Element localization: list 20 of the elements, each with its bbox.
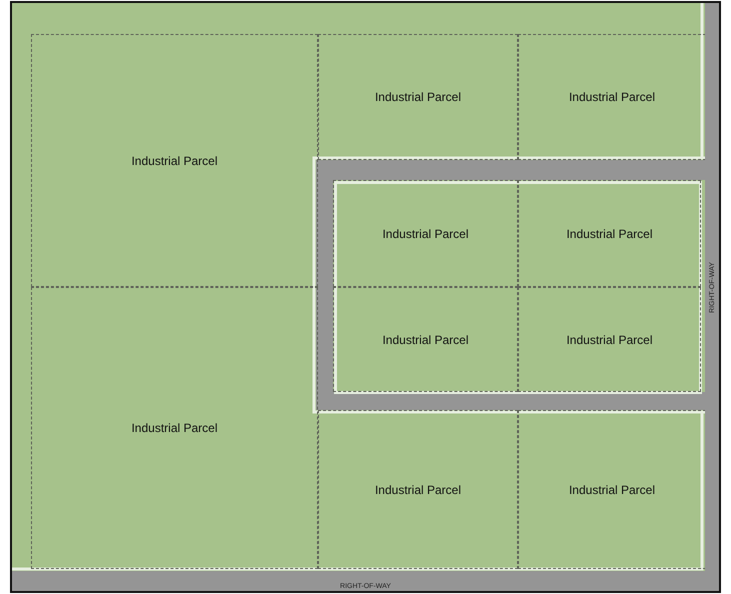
parcel-label: Industrial Parcel [374,482,462,496]
parcel-area [31,287,318,569]
parcel-area [333,180,518,287]
parcel-label: Industrial Parcel [374,90,462,104]
parcel-label: Industrial Parcel [566,226,653,240]
parcel-area [518,180,701,287]
parcel-area [333,287,518,392]
parcel-label: Industrial Parcel [568,482,656,496]
parcel-area [318,410,518,569]
parcel-label: Industrial Parcel [568,90,656,104]
right-of-way-band [12,571,719,591]
parcel-label: Industrial Parcel [131,421,218,435]
parcel-label: Industrial Parcel [131,154,218,168]
right-of-way-band [705,3,719,571]
parcel-label: Industrial Parcel [382,332,469,346]
parcel-area [31,34,318,287]
parcel-area [518,287,701,392]
parcel-label: Industrial Parcel [382,226,469,240]
parcel-label: Industrial Parcel [566,332,653,346]
parcel-area [318,34,518,160]
